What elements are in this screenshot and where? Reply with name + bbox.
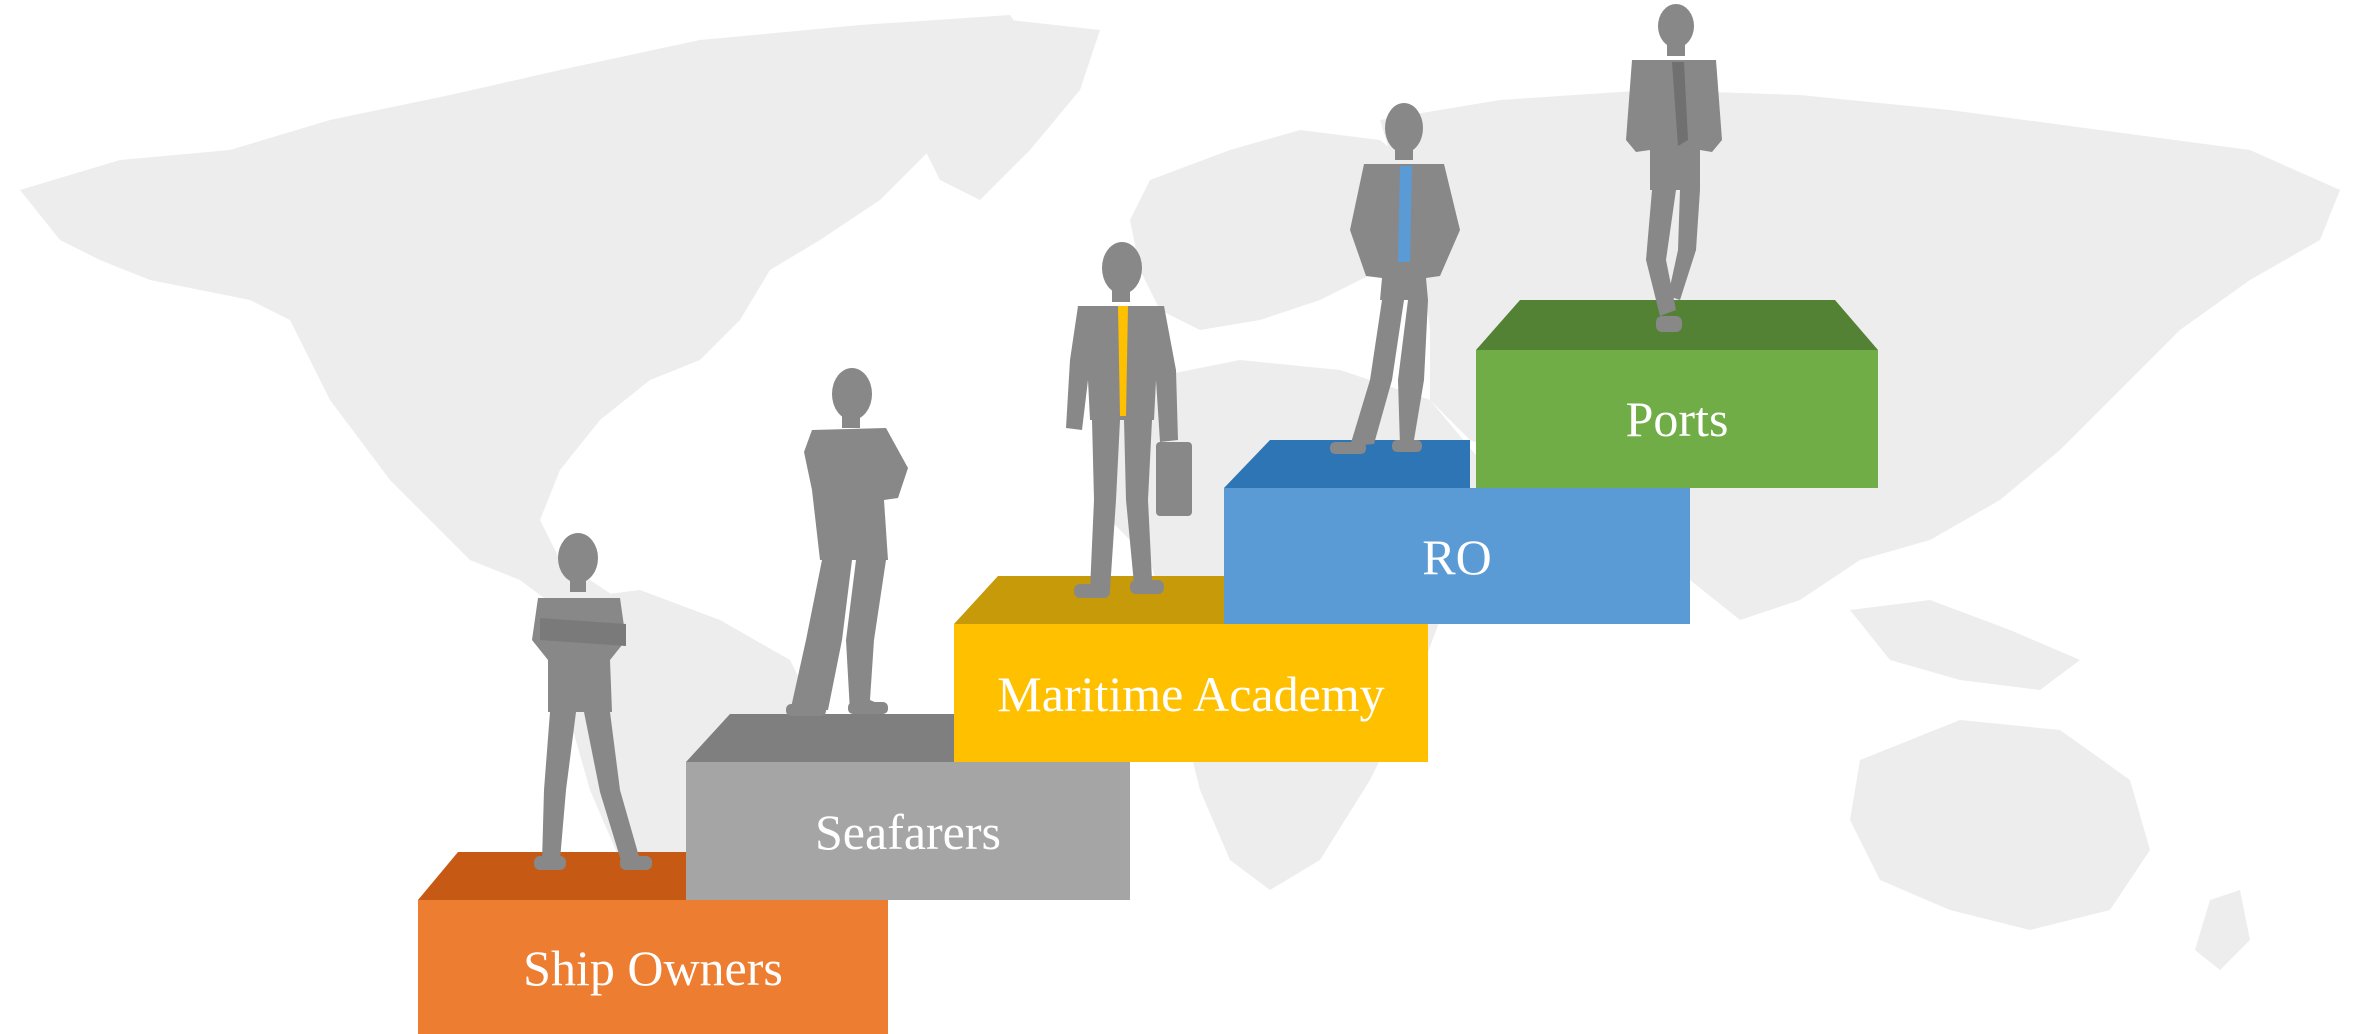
step-label: RO: [1422, 529, 1491, 585]
greenland-shape: [880, 20, 1100, 200]
tie: [1672, 62, 1688, 146]
europe-shape: [1130, 130, 1430, 330]
step-front-face: [1224, 488, 1690, 624]
step-front-face: [418, 900, 888, 1034]
step-front-face: [686, 762, 1130, 900]
north-america-shape: [20, 15, 1040, 640]
figures-layer: [532, 4, 1722, 870]
step-label: Ship Owners: [523, 940, 783, 996]
step-label: Maritime Academy: [997, 666, 1384, 722]
businessman-walking-icon: [1626, 4, 1722, 332]
businessman-briefcase-icon: [1066, 242, 1192, 598]
step-front-face: [1476, 350, 1878, 488]
world-map-background: [20, 15, 2340, 1020]
step-label: Ports: [1626, 391, 1729, 447]
step-front-face: [954, 624, 1428, 762]
businessman-hands-in-pockets-icon: [1330, 103, 1460, 454]
steps-layer: Ship Owners Seafarers Maritime Academy R…: [418, 300, 1878, 1034]
step-label: Seafarers: [815, 804, 1001, 860]
businessman-profile-arms-crossed-icon: [786, 368, 908, 716]
briefcase: [1156, 442, 1192, 516]
new-zealand-shape: [2195, 890, 2250, 970]
tie: [1398, 166, 1412, 262]
southeast-asia-shape: [1850, 600, 2080, 690]
step-ship-owners: Ship Owners: [418, 852, 888, 1034]
tie: [1118, 306, 1128, 416]
australia-shape: [1850, 720, 2150, 930]
businessman-arms-crossed-icon: [532, 533, 652, 870]
